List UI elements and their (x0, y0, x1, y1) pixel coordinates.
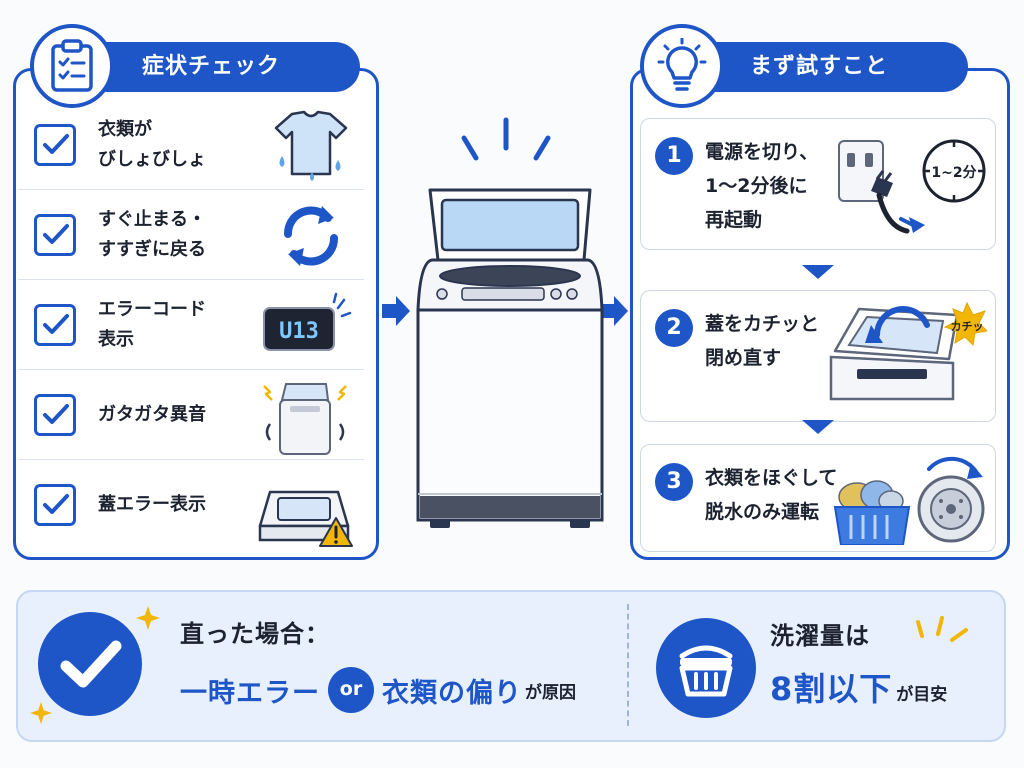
big-check-icon (38, 612, 142, 716)
laundry-basket-icon (656, 618, 756, 718)
symptom-row-noise: ガタガタ異音 (18, 370, 364, 460)
laundry-basket-drum-icon (831, 453, 987, 549)
refresh-cycle-icon (268, 198, 354, 276)
load-tip-value: 8割以下 (770, 670, 893, 708)
load-tip-value-line: 8割以下 が目安 (770, 664, 947, 710)
washing-machine-alert-icon (412, 112, 608, 542)
symptom-row-stops: すぐ止まる・ すすぎに戻る (18, 190, 364, 280)
load-tip-suffix: が目安 (896, 685, 948, 705)
close-lid-icon: カチッ (817, 295, 989, 411)
summary-panel (16, 590, 1006, 742)
step-card-spin: 3 衣類をほぐして 脱水のみ運転 (640, 444, 996, 552)
error-code-text: U13 (279, 319, 319, 344)
step-number: 3 (655, 463, 693, 501)
result-label: 直った場合： (180, 620, 330, 648)
arrow-down-icon (802, 420, 834, 434)
sparkle-icon (136, 606, 160, 634)
symptom-label: エラーコード 表示 (98, 299, 206, 350)
clipboard-checklist-icon (30, 24, 114, 108)
checkbox-stops[interactable] (34, 214, 76, 256)
step-number: 2 (655, 309, 693, 347)
cause-clothes-imbalance: 衣類の偏り (382, 677, 522, 709)
lightbulb-icon (640, 24, 724, 108)
unplug-timer-icon: 1~2分 (837, 131, 987, 243)
step-label: 電源を切り、 1〜2分後に 再起動 (705, 141, 819, 231)
step-label: 衣類をほぐして 脱水のみ運転 (705, 467, 838, 523)
symptom-row-error-code: エラーコード 表示 U13 (18, 280, 364, 370)
action-header: まず試すこと (690, 42, 968, 92)
checkbox-noise[interactable] (34, 394, 76, 436)
symptom-label: 衣類が びしょびしょ (98, 119, 206, 170)
symptom-row-lid-error: 蓋エラー表示 (18, 460, 364, 550)
step-card-restart: 1 電源を切り、 1〜2分後に 再起動 1~2分 (640, 118, 996, 250)
symptom-label: ガタガタ異音 (98, 404, 206, 425)
symptom-header: 症状チェック (82, 42, 360, 92)
checkbox-error-code[interactable] (34, 304, 76, 346)
arrow-right-icon (380, 294, 412, 332)
arrow-down-icon (802, 265, 834, 279)
sparkle-icon (30, 702, 52, 728)
emphasis-lines-icon (912, 614, 972, 650)
symptom-row-wet-clothes: 衣類が びしょびしょ (18, 100, 364, 190)
cause-suffix: が原因 (525, 682, 576, 703)
symptom-label: 蓋エラー表示 (98, 494, 206, 515)
step-label: 蓋をカチッと 閉め直す (705, 313, 820, 369)
step-number: 1 (655, 137, 693, 175)
checkbox-lid-error[interactable] (34, 484, 76, 526)
or-badge: or (328, 667, 374, 713)
arrow-right-icon (598, 294, 630, 332)
symptom-label: すぐ止まる・ すすぎに戻る (98, 209, 206, 260)
cause-temporary-error: 一時エラー (180, 677, 320, 709)
load-tip-label: 洗濯量は (770, 622, 870, 650)
shaking-washer-icon (254, 378, 354, 462)
error-display-icon: U13 (258, 288, 354, 366)
divider (627, 604, 629, 726)
step-card-close-lid: 2 蓋をカチッと 閉め直す カチッ (640, 290, 996, 422)
result-cause: 一時エラー or 衣類の偏り が原因 (180, 666, 576, 714)
wet-shirt-icon (268, 108, 354, 186)
lid-warning-icon (254, 468, 354, 554)
click-sound-label: カチッ (951, 320, 984, 333)
timer-label: 1~2分 (931, 165, 976, 181)
checkbox-wet-clothes[interactable] (34, 124, 76, 166)
